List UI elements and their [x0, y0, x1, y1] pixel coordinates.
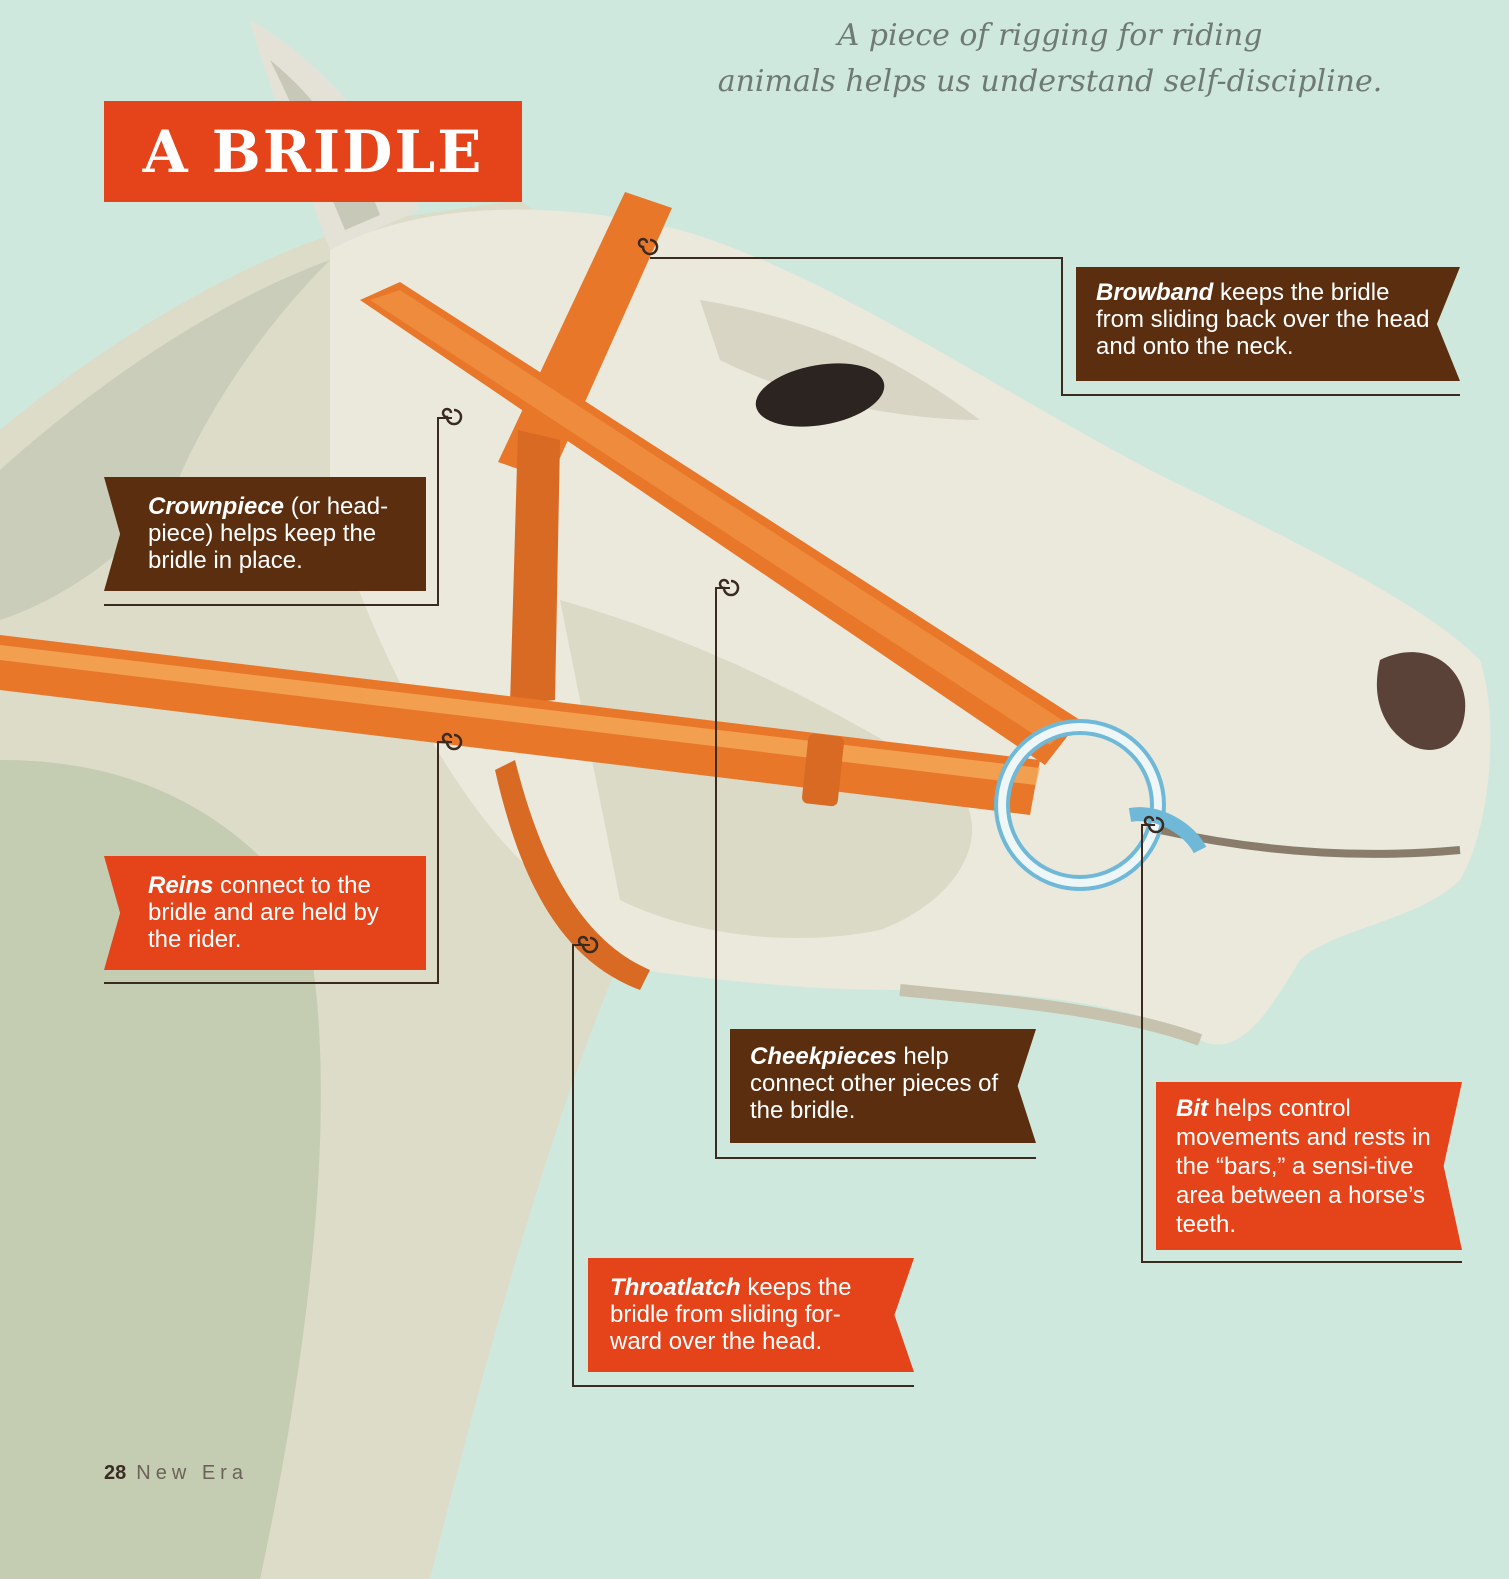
label-cheekpieces: Cheekpieces help connect other pieces of…	[730, 1029, 1036, 1143]
magazine-name: New Era	[136, 1462, 248, 1484]
label-crownpiece-term: Crownpiece	[148, 493, 284, 520]
label-cheekpieces-term: Cheekpieces	[750, 1043, 897, 1070]
label-bit: Bit helps control movements and rests in…	[1156, 1082, 1462, 1250]
title-banner: A BRIDLE	[104, 101, 522, 202]
subtitle-line-1: A piece of rigging for riding	[700, 18, 1400, 53]
label-browband-term: Browband	[1096, 279, 1213, 306]
label-crownpiece: Crownpiece (or head-piece) helps keep th…	[104, 477, 426, 591]
label-bit-term: Bit	[1176, 1095, 1208, 1122]
label-throatlatch-term: Throatlatch	[610, 1274, 741, 1301]
cheekpiece-strap	[510, 430, 560, 705]
subtitle-line-2: animals helps us understand self-discipl…	[700, 64, 1400, 99]
label-throatlatch: Throatlatch keeps the bridle from slidin…	[588, 1258, 914, 1372]
label-reins: Reins connect to the bridle and are held…	[104, 856, 426, 970]
label-reins-term: Reins	[148, 872, 213, 899]
page-title: A BRIDLE	[104, 101, 522, 202]
label-browband: Browband keeps the bridle from sliding b…	[1076, 267, 1460, 381]
page-footer: 28 New Era	[104, 1462, 248, 1485]
label-bit-text: helps control movements and rests in the…	[1176, 1095, 1431, 1238]
page-number: 28	[104, 1462, 126, 1484]
